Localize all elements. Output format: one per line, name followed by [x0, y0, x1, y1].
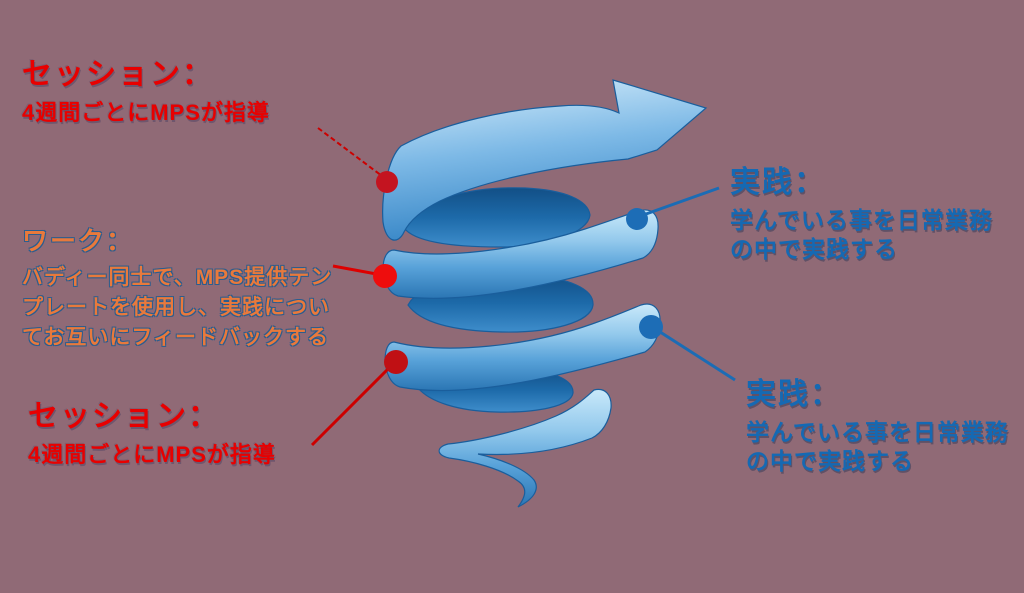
- marker-session-bottom: [384, 350, 408, 374]
- spiral-ribbon-turn-4-tail: [438, 388, 612, 508]
- spiral-inner-face-1: [403, 187, 591, 248]
- leader-practice-bottom: [656, 328, 736, 382]
- label-practice-top: 実践： 学んでいる事を日常業務 の中で実践する: [730, 166, 993, 264]
- spiral-ribbon-turn-3: [384, 303, 661, 392]
- marker-session-top: [376, 171, 398, 193]
- label-practice-top-title: 実践：: [730, 166, 826, 199]
- marker-work: [373, 264, 397, 288]
- label-session-top-line: 4週間ごとにMPSが指導: [22, 100, 270, 125]
- label-practice-bottom: 実践： 学んでいる事を日常業務 の中で実践する: [746, 378, 1009, 476]
- leader-lines: [310, 127, 736, 447]
- label-work-title: ワーク：: [22, 226, 135, 256]
- marker-dots: [373, 171, 663, 374]
- label-session-top-title: セッション：: [22, 58, 214, 91]
- label-practice-bottom-line-1: 学んでいる事を日常業務: [746, 419, 1009, 445]
- label-work-line-2: プレートを使用し、実践につい: [22, 296, 330, 319]
- leader-practice-top: [645, 186, 720, 216]
- label-session-top: セッション： 4週間ごとにMPSが指導: [22, 58, 270, 127]
- label-practice-top-line-1: 学んでいる事を日常業務: [730, 207, 993, 233]
- spiral-ribbon: [382, 79, 708, 508]
- label-practice-bottom-line-2: の中で実践する: [746, 448, 914, 474]
- leader-session-top: [317, 127, 383, 177]
- marker-practice-top: [626, 208, 648, 230]
- label-practice-bottom-title: 実践：: [746, 378, 842, 411]
- label-session-bottom-title: セッション：: [28, 400, 220, 433]
- spiral-ribbon-turn-1-arrow: [382, 79, 708, 241]
- label-session-bottom-line: 4週間ごとにMPSが指導: [28, 442, 276, 467]
- label-session-bottom: セッション： 4週間ごとにMPSが指導: [28, 400, 276, 469]
- label-work: ワーク： バディー同士で、MPS提供テン プレートを使用し、実践につい てお互い…: [22, 225, 332, 353]
- label-practice-top-line-2: の中で実践する: [730, 236, 898, 262]
- marker-practice-bottom: [639, 315, 663, 339]
- label-work-line-1: バディー同士で、MPS提供テン: [22, 266, 333, 289]
- leader-session-bottom: [310, 362, 395, 447]
- label-work-line-3: てお互いにフィードバックする: [22, 326, 329, 349]
